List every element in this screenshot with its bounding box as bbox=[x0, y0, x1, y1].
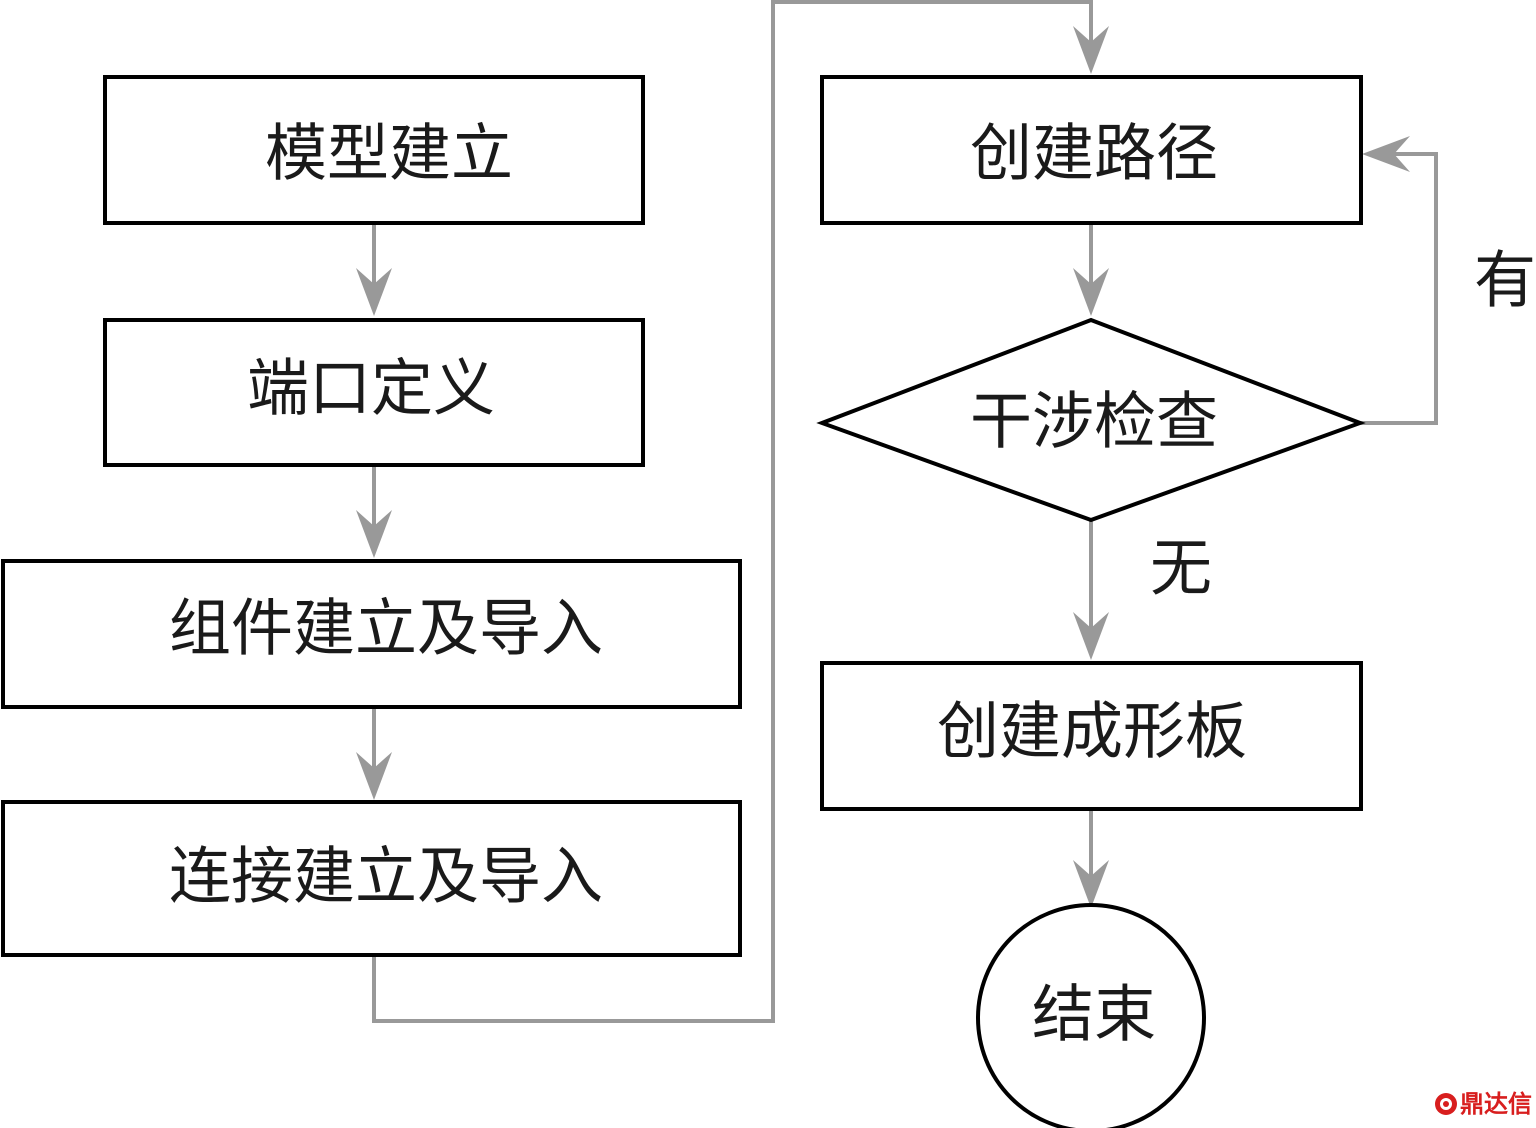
node-end-label: 结束 bbox=[1032, 978, 1156, 1051]
node-component-import-label: 组件建立及导入 bbox=[169, 592, 603, 665]
node-create-path-label: 创建路径 bbox=[970, 117, 1218, 190]
arrowhead-check-to-board bbox=[1073, 612, 1109, 660]
arrowhead-component-to-connection bbox=[356, 752, 392, 800]
arrowhead-model-to-port bbox=[356, 268, 392, 316]
arrowhead-connection-to-path bbox=[1073, 26, 1109, 74]
arrowhead-board-to-end bbox=[1073, 860, 1109, 908]
watermark: 鼎达信 bbox=[1435, 1090, 1532, 1118]
arrowhead-check-loop-back bbox=[1362, 136, 1410, 172]
edge-label-no: 无 bbox=[1150, 532, 1212, 605]
node-create-forming-board-label: 创建成形板 bbox=[937, 695, 1247, 768]
node-port-define: 端口定义 bbox=[103, 318, 645, 467]
node-model-build-label: 模型建立 bbox=[265, 117, 513, 190]
arrowhead-port-to-component bbox=[356, 510, 392, 558]
node-interference-check-label: 干涉检查 bbox=[970, 385, 1218, 458]
node-create-forming-board: 创建成形板 bbox=[820, 661, 1363, 811]
connectors bbox=[356, 0, 1438, 1023]
node-end: 结束 bbox=[976, 903, 1206, 1128]
node-connection-import: 连接建立及导入 bbox=[1, 800, 742, 957]
connector-check-loop-back bbox=[1360, 152, 1438, 425]
node-create-path: 创建路径 bbox=[820, 75, 1363, 225]
arrowhead-path-to-check bbox=[1073, 268, 1109, 316]
edge-label-yes: 有 bbox=[1474, 244, 1536, 317]
node-component-import: 组件建立及导入 bbox=[1, 559, 742, 709]
watermark-text: 鼎达信 bbox=[1460, 1090, 1532, 1118]
connector-connection-to-path bbox=[372, 0, 1093, 1023]
node-model-build: 模型建立 bbox=[103, 75, 645, 225]
node-interference-check: 干涉检查 bbox=[816, 317, 1366, 523]
node-connection-import-label: 连接建立及导入 bbox=[169, 840, 603, 913]
node-port-define-label: 端口定义 bbox=[247, 352, 495, 425]
watermark-logo bbox=[1435, 1093, 1457, 1115]
